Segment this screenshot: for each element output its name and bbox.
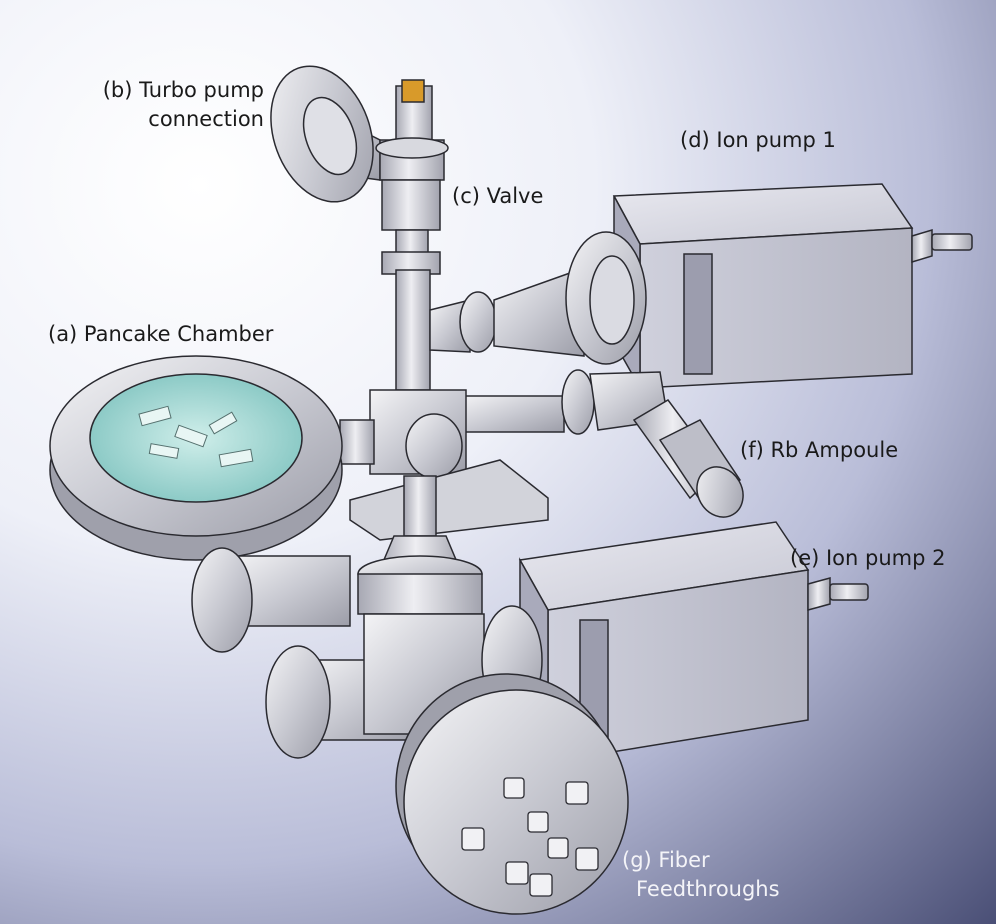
label-pancake-chamber: (a) Pancake Chamber: [48, 322, 274, 346]
label-rb-ampoule: (f) Rb Ampoule: [740, 438, 899, 462]
rb-ampoule: [632, 399, 744, 518]
label-turbo-pump-connection: (b) Turbo pump connection: [70, 76, 264, 134]
valve: [375, 79, 449, 275]
fiber-feedthroughs: [395, 673, 629, 915]
turbo-pump-connection: [270, 65, 381, 203]
ion-pump-2: [518, 521, 869, 753]
label-ion-pump-1: (d) Ion pump 1: [680, 128, 836, 152]
lower-tube: [357, 475, 483, 615]
upper-tee: [395, 231, 647, 391]
label-fiber-line2: Feedthroughs: [636, 877, 780, 901]
center-cube: [339, 389, 549, 541]
pancake-chamber: [49, 355, 343, 561]
label-turbo-line2: connection: [148, 107, 264, 131]
ion-pump-1: [612, 183, 973, 391]
label-fiber-line1: (g) Fiber: [622, 848, 710, 872]
label-valve: (c) Valve: [452, 184, 544, 208]
lower-cross: [191, 547, 543, 759]
label-turbo-line1: (b) Turbo pump: [102, 78, 264, 102]
label-fiber-feedthroughs: (g) Fiber Feedthroughs: [622, 846, 780, 904]
label-ion-pump-2: (e) Ion pump 2: [790, 546, 946, 570]
